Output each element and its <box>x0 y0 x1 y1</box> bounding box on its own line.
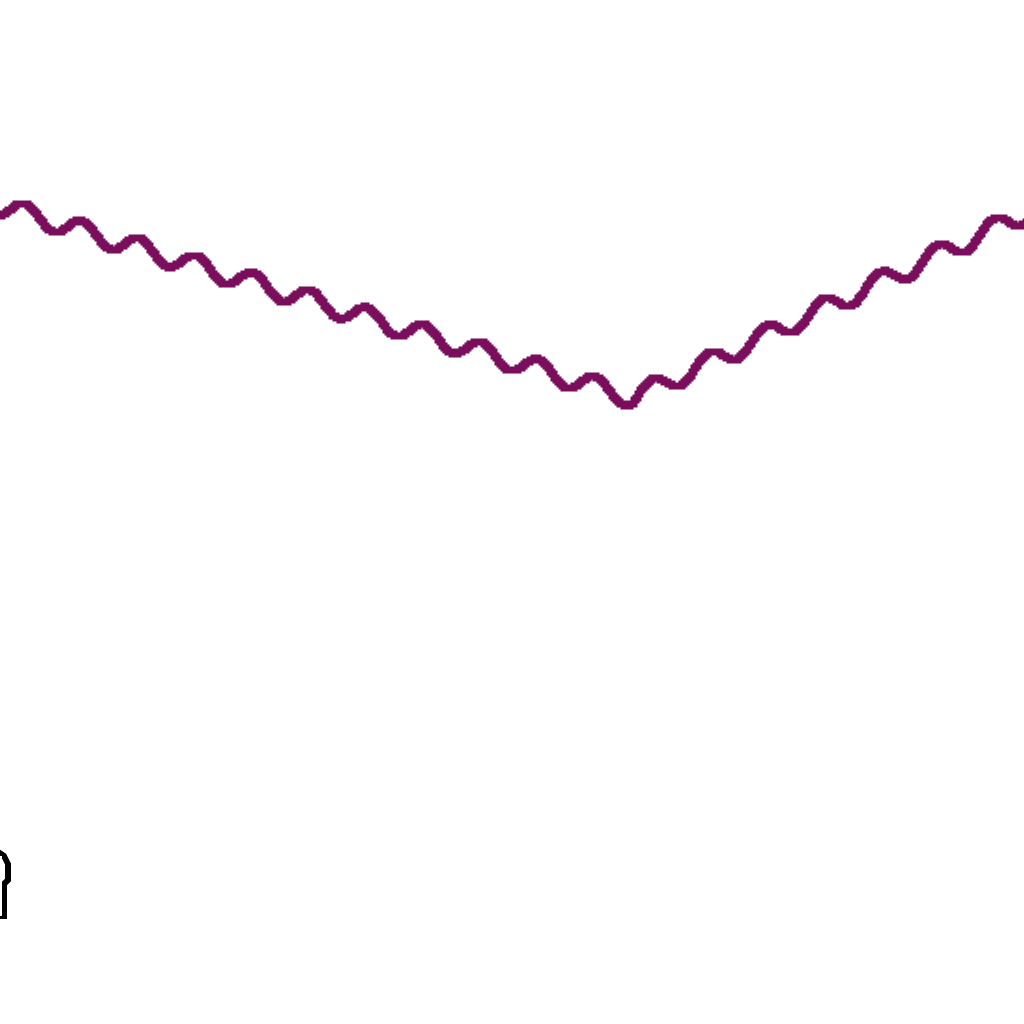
partial-cursor-icon <box>0 849 11 919</box>
wavy-stroke <box>0 200 1024 410</box>
